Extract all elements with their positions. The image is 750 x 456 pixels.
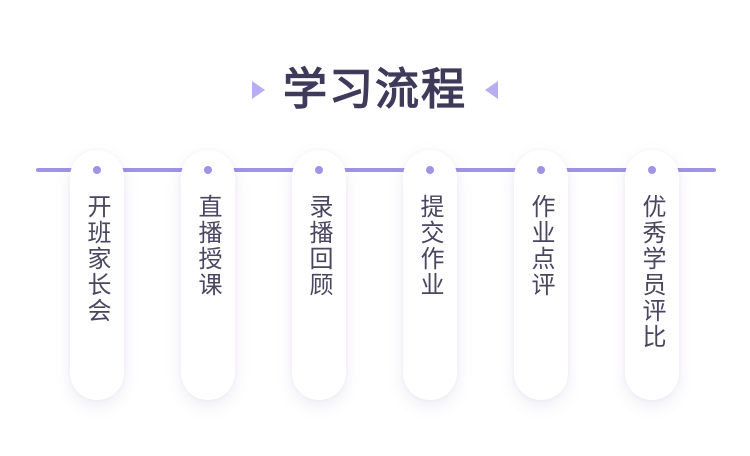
step-card-5: 作业点评 bbox=[514, 150, 568, 400]
triangle-right-icon bbox=[252, 81, 265, 99]
header: 学习流程 bbox=[0, 60, 750, 120]
step-label: 优秀学员评比 bbox=[638, 194, 666, 350]
step-label: 直播授课 bbox=[194, 194, 222, 298]
step-label: 录播回顾 bbox=[305, 194, 333, 298]
step-card-4: 提交作业 bbox=[403, 150, 457, 400]
step-card-6: 优秀学员评比 bbox=[625, 150, 679, 400]
timeline-line bbox=[36, 168, 716, 172]
timeline-dot bbox=[315, 166, 323, 174]
step-label: 开班家长会 bbox=[83, 194, 111, 324]
timeline-dot bbox=[204, 166, 212, 174]
page-title: 学习流程 bbox=[283, 64, 467, 115]
timeline-dot bbox=[426, 166, 434, 174]
step-card-2: 直播授课 bbox=[181, 150, 235, 400]
triangle-left-icon bbox=[485, 81, 498, 99]
step-card-1: 开班家长会 bbox=[70, 150, 124, 400]
timeline-dot bbox=[648, 166, 656, 174]
timeline-dot bbox=[93, 166, 101, 174]
step-label: 提交作业 bbox=[416, 194, 444, 298]
timeline-dot bbox=[537, 166, 545, 174]
step-label: 作业点评 bbox=[527, 194, 555, 298]
step-card-3: 录播回顾 bbox=[292, 150, 346, 400]
